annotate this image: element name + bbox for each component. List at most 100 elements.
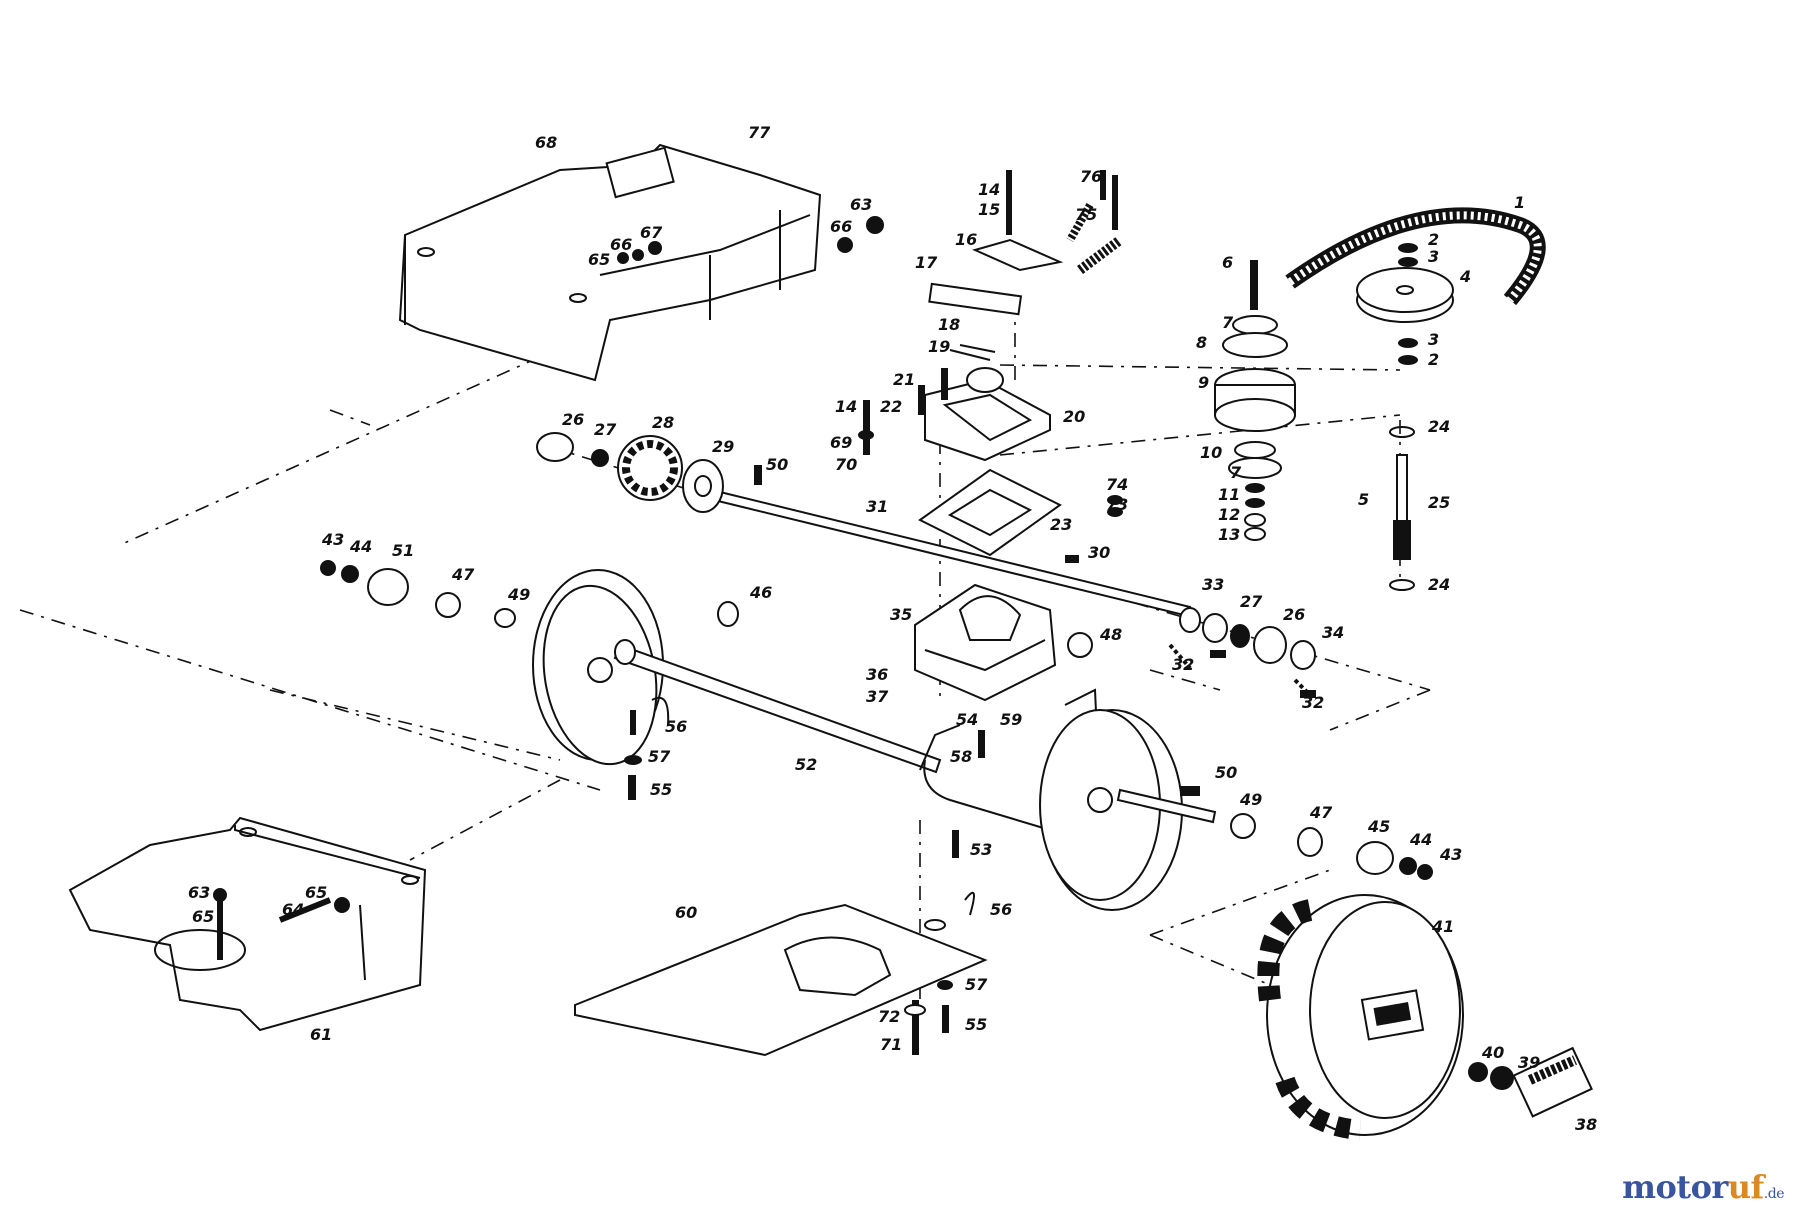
label-40: 40 bbox=[1481, 1043, 1504, 1062]
label-57: 57 bbox=[965, 975, 988, 994]
part-4-pulley bbox=[1356, 243, 1454, 365]
label-45: 45 bbox=[1367, 817, 1390, 836]
motoruf-watermark: motoruf.de bbox=[1622, 1168, 1784, 1206]
label-66: 66 bbox=[830, 217, 852, 236]
label-54: 54 bbox=[956, 710, 978, 729]
label-65: 65 bbox=[588, 250, 610, 269]
label-75: 75 bbox=[1075, 205, 1097, 224]
label-59: 59 bbox=[1000, 710, 1022, 729]
part-61-rear-deflector bbox=[68, 816, 427, 1032]
label-58: 58 bbox=[950, 747, 972, 766]
label-23: 23 bbox=[1050, 515, 1072, 534]
label-41: 41 bbox=[1431, 917, 1454, 936]
part-1-v-belt bbox=[1285, 207, 1546, 306]
label-27: 27 bbox=[594, 420, 617, 439]
label-30: 30 bbox=[1088, 543, 1110, 562]
part-68-top-cover bbox=[398, 143, 822, 382]
label-22: 22 bbox=[880, 397, 902, 416]
label-10: 10 bbox=[1200, 443, 1222, 462]
label-17: 17 bbox=[915, 253, 938, 272]
label-9: 9 bbox=[1198, 373, 1209, 392]
label-29: 29 bbox=[712, 437, 734, 456]
label-1: 1 bbox=[1514, 193, 1525, 212]
label-20: 20 bbox=[1063, 407, 1085, 426]
label-7: 7 bbox=[1222, 313, 1234, 332]
label-52: 52 bbox=[795, 755, 817, 774]
label-72: 72 bbox=[878, 1007, 900, 1026]
label-3: 3 bbox=[1428, 330, 1439, 349]
part-51-hub-left bbox=[320, 560, 739, 628]
label-25: 25 bbox=[1428, 493, 1450, 512]
label-50: 50 bbox=[1215, 763, 1237, 782]
label-12: 12 bbox=[1218, 505, 1240, 524]
label-38: 38 bbox=[1575, 1115, 1597, 1134]
label-47: 47 bbox=[451, 565, 475, 584]
label-13: 13 bbox=[1218, 525, 1240, 544]
watermark-brand-a: motor bbox=[1622, 1168, 1728, 1206]
part-45-hub-right bbox=[1230, 813, 1433, 880]
label-14: 14 bbox=[835, 397, 857, 416]
label-28: 28 bbox=[652, 413, 674, 432]
small-hardware bbox=[213, 175, 1316, 1055]
label-51: 51 bbox=[392, 541, 414, 560]
label-8: 8 bbox=[1196, 333, 1207, 352]
label-55: 55 bbox=[965, 1015, 987, 1034]
label-32: 32 bbox=[1302, 693, 1324, 712]
part-41-tire bbox=[1257, 894, 1464, 1140]
label-50: 50 bbox=[766, 455, 788, 474]
part-28-gear bbox=[536, 432, 724, 513]
label-4: 4 bbox=[1459, 267, 1471, 286]
label-57: 57 bbox=[648, 747, 671, 766]
label-71: 71 bbox=[880, 1035, 902, 1054]
label-60: 60 bbox=[675, 903, 697, 922]
label-53: 53 bbox=[970, 840, 992, 859]
label-44: 44 bbox=[349, 537, 372, 556]
part-25-worm-shaft bbox=[1389, 426, 1415, 591]
label-43: 43 bbox=[321, 530, 344, 549]
label-5: 5 bbox=[1358, 490, 1369, 509]
watermark-tld: .de bbox=[1763, 1186, 1785, 1202]
label-39: 39 bbox=[1518, 1053, 1540, 1072]
part-35-gearbox-housing bbox=[914, 583, 1057, 702]
label-68: 68 bbox=[535, 133, 557, 152]
part-right-wheel-disc bbox=[1039, 709, 1217, 911]
label-35: 35 bbox=[890, 605, 912, 624]
label-34: 34 bbox=[1322, 623, 1344, 642]
label-65: 65 bbox=[192, 907, 214, 926]
part-60-base-plate bbox=[574, 903, 988, 1057]
part-left-wheel-disc bbox=[532, 569, 664, 766]
part-52-rear-axle bbox=[613, 639, 942, 774]
label-24: 24 bbox=[1428, 417, 1450, 436]
label-32: 32 bbox=[1172, 655, 1194, 674]
label-66: 66 bbox=[610, 235, 632, 254]
label-2: 2 bbox=[1428, 230, 1439, 249]
label-16: 16 bbox=[955, 230, 977, 249]
label-47: 47 bbox=[1309, 803, 1333, 822]
part-8-9-clutch-stack bbox=[1214, 260, 1296, 541]
label-64: 64 bbox=[282, 900, 304, 919]
label-55: 55 bbox=[650, 780, 672, 799]
label-76: 76 bbox=[1080, 167, 1102, 186]
label-69: 69 bbox=[830, 433, 852, 452]
label-74: 74 bbox=[1106, 475, 1128, 494]
label-31: 31 bbox=[866, 497, 888, 516]
label-18: 18 bbox=[938, 315, 960, 334]
label-73: 73 bbox=[1106, 495, 1128, 514]
label-56: 56 bbox=[990, 900, 1012, 919]
label-63: 63 bbox=[850, 195, 872, 214]
label-24: 24 bbox=[1428, 575, 1450, 594]
label-3: 3 bbox=[1428, 247, 1439, 266]
part-33-34-right-bearings bbox=[1168, 607, 1317, 702]
label-49: 49 bbox=[1239, 790, 1262, 809]
label-77: 77 bbox=[748, 123, 771, 142]
label-36: 36 bbox=[866, 665, 888, 684]
label-6: 6 bbox=[1222, 253, 1233, 272]
label-67: 67 bbox=[640, 223, 663, 242]
label-37: 37 bbox=[866, 687, 889, 706]
label-61: 61 bbox=[310, 1025, 332, 1044]
label-11: 11 bbox=[1218, 485, 1240, 504]
label-7: 7 bbox=[1230, 463, 1242, 482]
label-48: 48 bbox=[1099, 625, 1122, 644]
label-44: 44 bbox=[1409, 830, 1432, 849]
